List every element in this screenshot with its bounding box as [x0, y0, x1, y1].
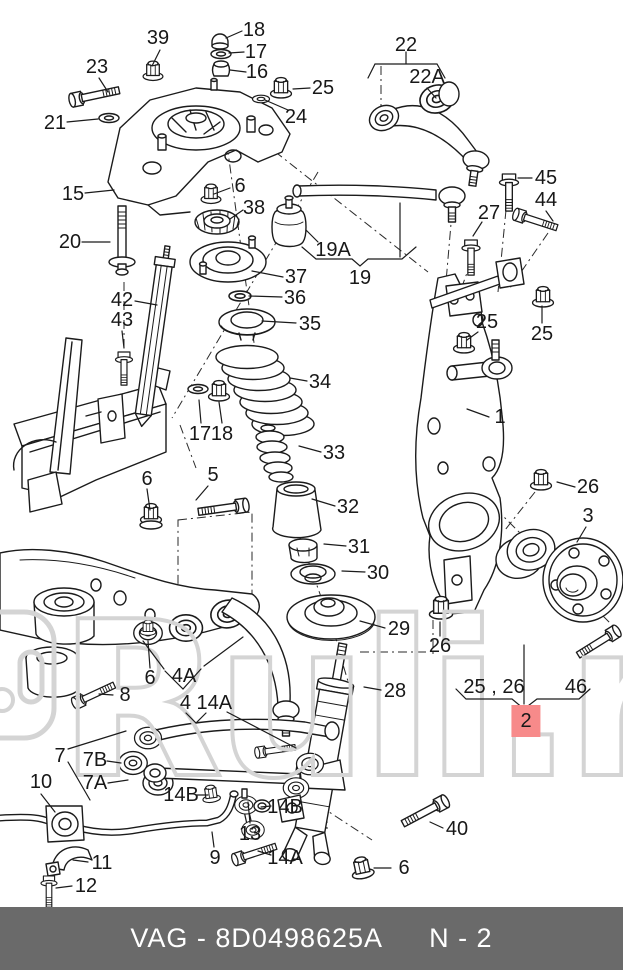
part-label-15: 15: [61, 183, 85, 205]
part-label-20: 20: [58, 231, 82, 253]
part-label-30: 30: [366, 562, 390, 584]
part-label-22: 22: [394, 34, 418, 56]
part-label-17: 17: [188, 423, 212, 445]
part-label-18: 18: [210, 423, 234, 445]
part-label-14b: 14B: [163, 784, 199, 806]
part-label-44: 44: [534, 189, 558, 211]
part-label-3: 3: [582, 505, 594, 527]
part-label-36: 36: [283, 287, 307, 309]
part-label-2526: 25 , 26: [463, 676, 525, 698]
footer-page-ref: N - 2: [429, 923, 493, 953]
part-label-7: 7: [54, 745, 66, 767]
watermark-text: Ruli.ru: [58, 575, 623, 826]
part-label-16: 16: [245, 61, 269, 83]
part-label-19a: 19A: [315, 239, 351, 261]
part-label-31: 31: [347, 536, 371, 558]
part-label-25: 25: [530, 323, 554, 345]
part-label-21: 21: [43, 112, 67, 134]
part-label-9: 9: [209, 847, 221, 869]
part-label-18: 18: [242, 19, 266, 41]
part-label-12: 12: [74, 875, 98, 897]
part-label-43: 43: [110, 309, 134, 331]
part-label-37: 37: [284, 266, 308, 288]
part-label-46: 46: [564, 676, 588, 698]
part-label-14a: 14A: [267, 847, 303, 869]
part-label-28: 28: [383, 680, 407, 702]
part-label-13: 13: [238, 823, 262, 845]
part-label-38: 38: [242, 197, 266, 219]
part-label-11: 11: [91, 852, 113, 874]
part-label-25: 25: [475, 311, 499, 333]
footer-bar: VAG - 8D0498625A N - 2: [0, 907, 623, 970]
watermark: Ruli.ru: [0, 573, 623, 828]
part-label-26: 26: [428, 635, 452, 657]
part-label-6: 6: [398, 857, 410, 879]
part-label-1: 1: [494, 406, 506, 428]
part-label-29: 29: [387, 618, 411, 640]
part-label-2-selected: 2: [511, 705, 541, 737]
part-label-45: 45: [534, 167, 558, 189]
part-label-42: 42: [110, 289, 134, 311]
footer-part-number: VAG - 8D0498625A: [130, 923, 384, 953]
suspension-exploded-diagram: Ruli.ru: [0, 30, 623, 907]
part-label-6: 6: [234, 175, 246, 197]
part-label-7a: 7A: [82, 772, 108, 794]
part-label-14b: 14B: [267, 796, 303, 818]
part-label-24: 24: [284, 106, 308, 128]
part-label-8: 8: [119, 684, 131, 706]
part-label-40: 40: [445, 818, 469, 840]
part-label-27: 27: [477, 202, 501, 224]
part-label-5: 5: [207, 464, 219, 486]
part-label-22a: 22A: [409, 66, 445, 88]
part-label-32: 32: [336, 496, 360, 518]
part-label-39: 39: [146, 27, 170, 49]
part-label-35: 35: [298, 313, 322, 335]
part-label-33: 33: [322, 442, 346, 464]
parts-artwork: [0, 33, 623, 907]
part-label-26: 26: [576, 476, 600, 498]
part-label-25: 25: [311, 77, 335, 99]
part-label-6: 6: [141, 468, 153, 490]
part-label-19: 19: [348, 267, 372, 289]
part-label-414a: 4 14A: [179, 692, 233, 714]
part-label-7b: 7B: [82, 749, 108, 771]
part-label-6: 6: [144, 667, 156, 689]
part-label-10: 10: [29, 771, 53, 793]
part-label-4a: 4A: [171, 665, 197, 687]
part-label-17: 17: [244, 41, 268, 63]
part-label-34: 34: [308, 371, 332, 393]
part-label-23: 23: [85, 56, 109, 78]
